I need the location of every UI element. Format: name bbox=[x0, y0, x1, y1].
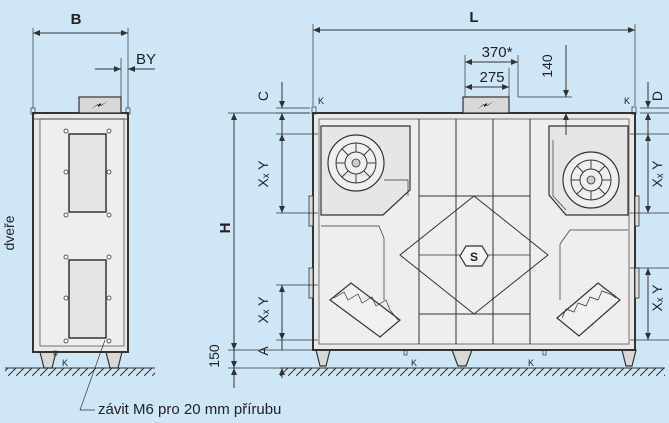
note-m6: závit M6 pro 20 mm přírubu bbox=[98, 401, 281, 418]
side-window-bottom bbox=[68, 259, 107, 339]
ground-hatch-left bbox=[5, 368, 155, 376]
tab-right-upper bbox=[634, 195, 640, 227]
label-xy-left-upper: Xₓ Y bbox=[255, 160, 271, 188]
label-dvere: dveře bbox=[1, 215, 17, 250]
exchanger-symbol bbox=[459, 245, 489, 267]
ground-hatch-right bbox=[280, 368, 665, 376]
k-mark-bottom-2 bbox=[542, 349, 547, 356]
label-s: S bbox=[470, 250, 478, 264]
fan-right bbox=[548, 125, 629, 216]
label-k-top-left: K bbox=[318, 96, 324, 106]
side-view: B BY K dveře závit M6 pro 20 mm přírubu bbox=[1, 11, 281, 418]
foot-right-b bbox=[451, 349, 473, 367]
label-d: D bbox=[649, 91, 665, 101]
note-leader bbox=[79, 339, 106, 411]
k-mark-bottom-1 bbox=[403, 349, 408, 356]
label-xy-right-upper: Xₓ Y bbox=[649, 160, 665, 188]
label-k-bottom-2: K bbox=[528, 358, 534, 368]
fan-left bbox=[320, 125, 411, 216]
side-bolts bbox=[63, 128, 112, 344]
lightning-icon bbox=[91, 101, 108, 109]
label-140: 140 bbox=[539, 54, 555, 78]
front-tab-right bbox=[631, 106, 637, 115]
filter-right bbox=[556, 229, 628, 337]
foot-right-a bbox=[315, 349, 331, 367]
foot-right-c bbox=[621, 349, 637, 367]
label-275: 275 bbox=[479, 69, 504, 86]
label-b: B bbox=[71, 11, 82, 28]
front-tab-left bbox=[311, 106, 317, 115]
label-150: 150 bbox=[206, 344, 222, 368]
label-k-top-right: K bbox=[624, 96, 630, 106]
label-by: BY bbox=[136, 51, 156, 68]
front-view: S bbox=[206, 9, 669, 388]
side-k-mark bbox=[53, 350, 58, 356]
lightning-icon-front bbox=[477, 101, 494, 109]
label-k-bottom-1: K bbox=[411, 358, 417, 368]
label-xy-right-lower: Xₓ Y bbox=[649, 284, 665, 312]
label-a: A bbox=[255, 346, 271, 356]
label-k-side: K bbox=[62, 358, 68, 368]
side-window-top bbox=[68, 133, 107, 213]
label-370: 370* bbox=[482, 44, 513, 61]
label-c: C bbox=[255, 91, 271, 101]
tab-right-lower bbox=[634, 267, 640, 299]
label-h: H bbox=[217, 223, 234, 234]
label-xy-left-lower: Xₓ Y bbox=[255, 296, 271, 324]
label-l: L bbox=[469, 9, 478, 26]
tab-left-lower bbox=[308, 267, 314, 299]
foot-left-a bbox=[39, 351, 57, 369]
foot-left-b bbox=[105, 351, 123, 369]
tab-left-upper bbox=[308, 195, 314, 227]
filter-left bbox=[321, 225, 401, 338]
